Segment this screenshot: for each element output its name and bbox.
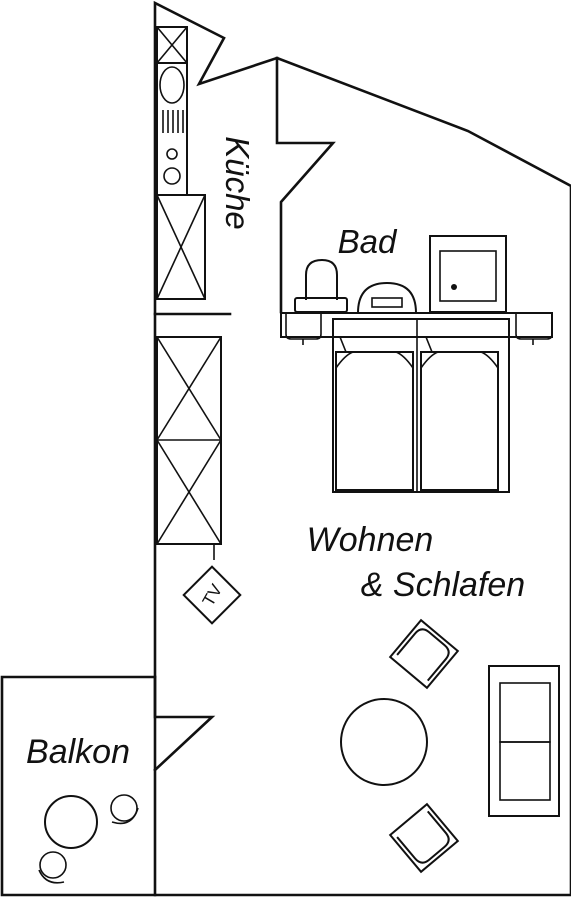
round-table-icon [340,698,428,786]
toilet-icon [305,258,338,300]
washbasin-icon [356,281,418,314]
tv-icon [182,565,242,625]
room-label-balcony: Balkon [26,733,130,771]
room-label-living-line2: & Schlafen [361,566,525,604]
bed-frame [332,318,510,493]
lamp-left-icon [285,314,322,340]
sofa-icon [488,665,560,817]
wardrobe [156,336,222,560]
balcony-chair-left-icon [38,851,67,884]
room-label-bath: Bad [338,223,398,260]
room-label-kitchen: Küche [219,136,256,230]
tv-label: TV [199,581,227,610]
tv-stand: TV [182,565,242,625]
burner-large-icon [163,167,181,185]
armchair-bottom-icon [388,802,460,874]
outer-walls [153,0,571,897]
balcony-furniture [38,794,139,884]
double-bed [280,312,553,493]
kitchen-counter [156,26,206,300]
armchair-top-icon [388,618,460,690]
seating-group [340,618,560,874]
balcony-table-icon [44,795,98,849]
interior-walls [153,56,336,772]
bathroom-fixtures [294,235,507,314]
balcony-outline [0,675,157,897]
balcony-chair-right-icon [110,794,139,825]
lamp-right-icon [515,314,553,340]
kitchen-cabinet [156,194,206,300]
drainboard-icon [162,110,184,133]
sink-icon [159,66,185,104]
room-label-living-line1: Wohnen [307,521,434,559]
burner-small-icon [166,148,178,160]
